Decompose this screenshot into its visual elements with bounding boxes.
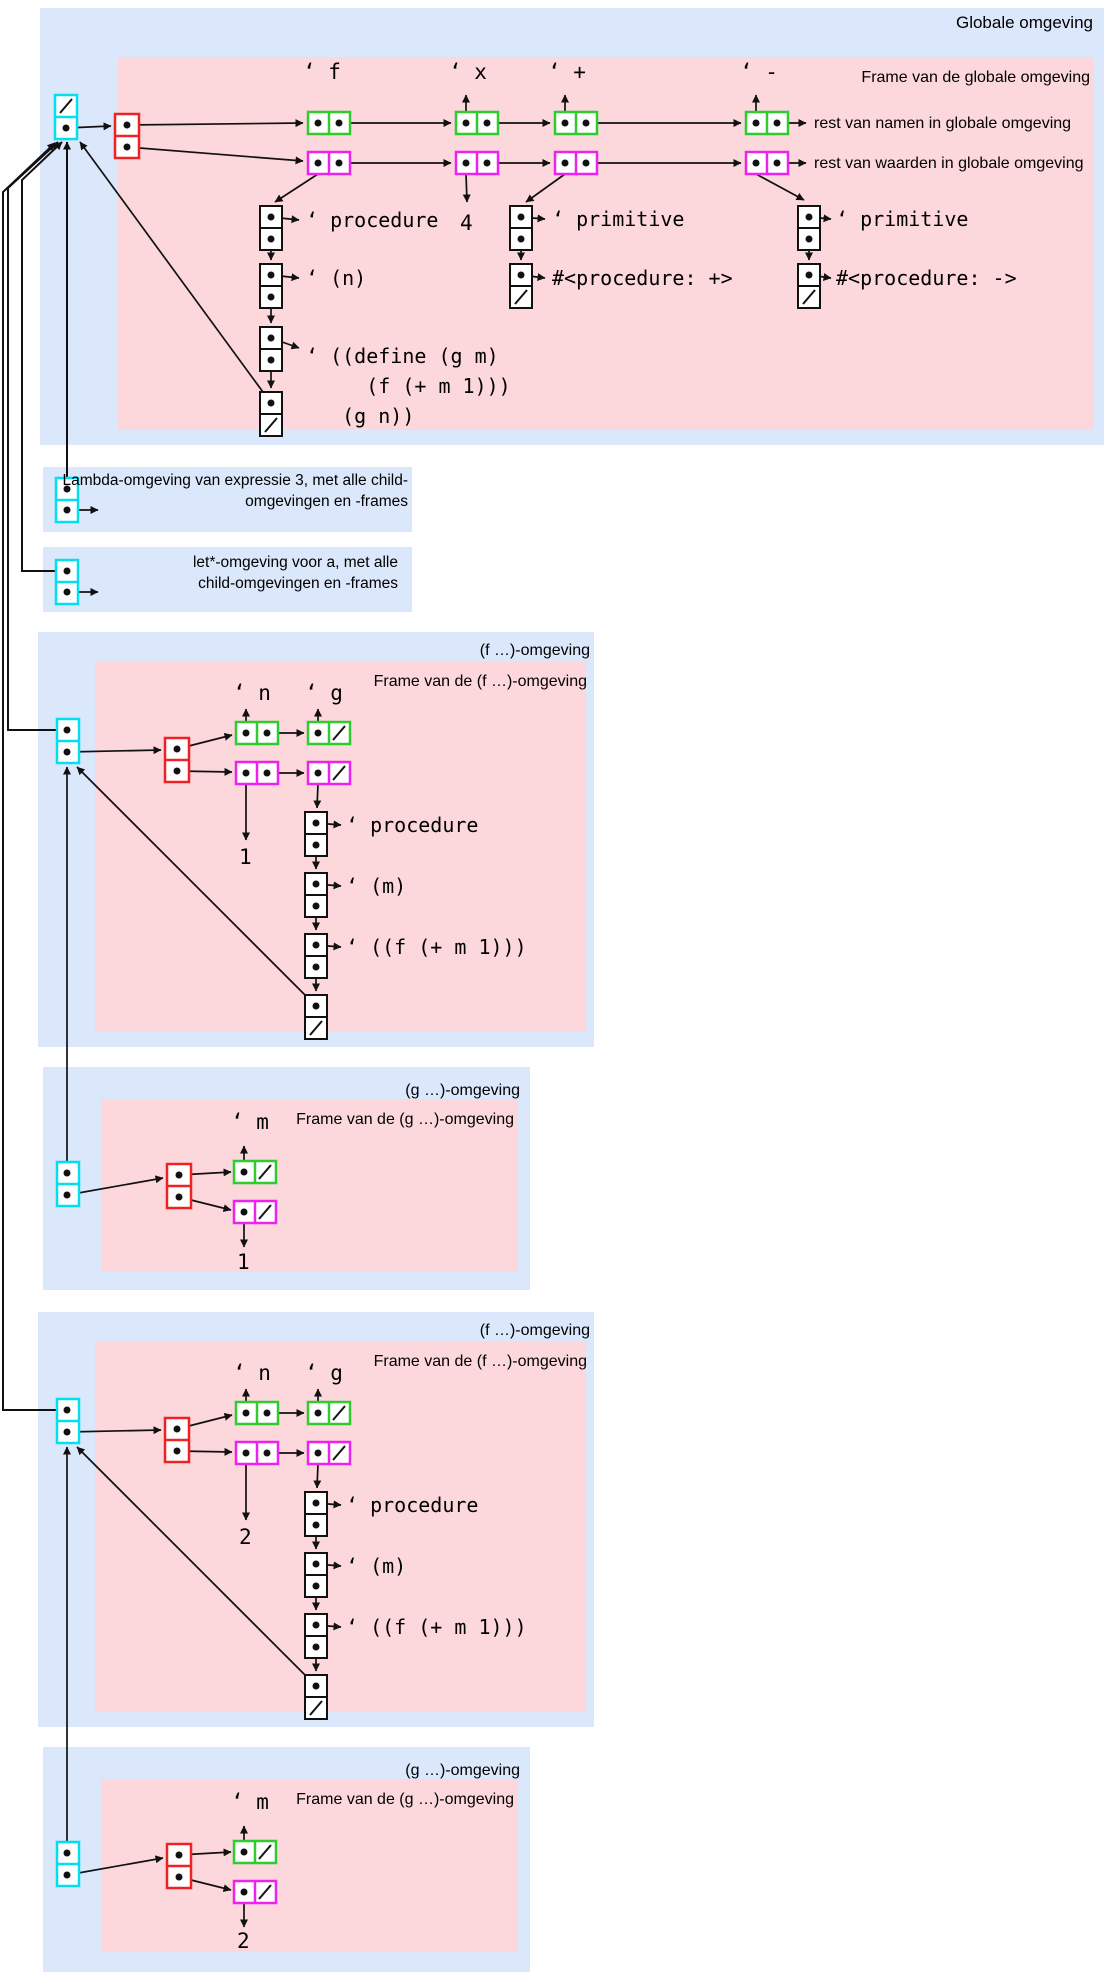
f-env-2-proc-body: ‘ ((f (+ m 1))) — [346, 1615, 527, 1639]
rest-names-label: rest van namen in globale omgeving — [814, 115, 1072, 132]
pointer-arrows — [2, 94, 832, 1928]
g-env-1-m-value: 1 — [237, 1250, 250, 1274]
cons-box-set — [259, 205, 821, 1720]
x-value: 4 — [460, 211, 473, 235]
f-procedure-body: ‘ ((define (g m) (f (+ m 1))) (g n)) — [306, 344, 511, 428]
f-env-1-name-n: ‘ n — [233, 681, 271, 705]
f-env-2-n-value: 2 — [239, 1525, 252, 1549]
g-env-2-frame-title: Frame van de (g …)-omgeving — [296, 1791, 514, 1808]
name-label-x: ‘ x — [449, 60, 487, 84]
f-env-1-proc-params: ‘ (m) — [346, 874, 407, 898]
g-env-2-m-value: 2 — [237, 1929, 250, 1953]
minus-primitive-tag: ‘ primitive — [836, 207, 969, 231]
f-env-2-proc-params: ‘ (m) — [346, 1554, 407, 1578]
environment-boxes — [53, 93, 821, 1905]
env-box-set — [53, 93, 81, 1888]
plus-primitive-tag: ‘ primitive — [552, 207, 685, 231]
f-env-1-proc-body: ‘ ((f (+ m 1))) — [346, 935, 527, 959]
g-env-2-title: (g …)-omgeving — [405, 1762, 520, 1779]
f-env-1-name-g: ‘ g — [305, 681, 343, 705]
minus-primitive-value: #<procedure: -> — [836, 266, 1017, 290]
f-env-2-name-g: ‘ g — [305, 1361, 343, 1385]
g-env-1-name-m: ‘ m — [231, 1110, 269, 1134]
name-cell-set — [232, 110, 790, 1865]
f-env-2-title: (f …)-omgeving — [479, 1322, 590, 1339]
global-env-title: Globale omgeving — [955, 13, 1093, 32]
rest-values-label: rest van waarden in globale omgeving — [814, 155, 1084, 172]
pointer-dots — [62, 119, 813, 1896]
let-env-note: let*-omgeving voor a, met alle child-omg… — [192, 554, 398, 592]
f-env-2-frame-title: Frame van de (f …)-omgeving — [373, 1353, 587, 1370]
nil-markers — [59, 98, 816, 1900]
f-env-1-proc-tag: ‘ procedure — [346, 813, 479, 837]
g-env-2-name-m: ‘ m — [231, 1790, 269, 1814]
f-procedure-tag: ‘ procedure — [306, 208, 439, 232]
name-label-plus: ‘ + — [548, 60, 586, 84]
g-env-1-frame-title: Frame van de (g …)-omgeving — [296, 1111, 514, 1128]
plus-primitive-value: #<procedure: +> — [552, 266, 733, 290]
f-procedure-params: ‘ (n) — [306, 266, 367, 290]
value-cell-set — [232, 150, 790, 1905]
name-label-f: ‘ f — [303, 60, 341, 84]
f-env-2-name-n: ‘ n — [233, 1361, 271, 1385]
f-env-1-n-value: 1 — [239, 845, 252, 869]
name-label-minus: ‘ - — [740, 60, 778, 84]
lambda-env-note: Lambda-omgeving van expressie 3, met all… — [62, 472, 408, 510]
f-env-2-proc-tag: ‘ procedure — [346, 1493, 479, 1517]
f-env-1-title: (f …)-omgeving — [479, 642, 590, 659]
global-frame-title: Frame van de globale omgeving — [861, 69, 1090, 86]
frame-box-set — [113, 112, 193, 1890]
f-env-1-frame-title: Frame van de (f …)-omgeving — [373, 673, 587, 690]
g-env-1-title: (g …)-omgeving — [405, 1082, 520, 1099]
